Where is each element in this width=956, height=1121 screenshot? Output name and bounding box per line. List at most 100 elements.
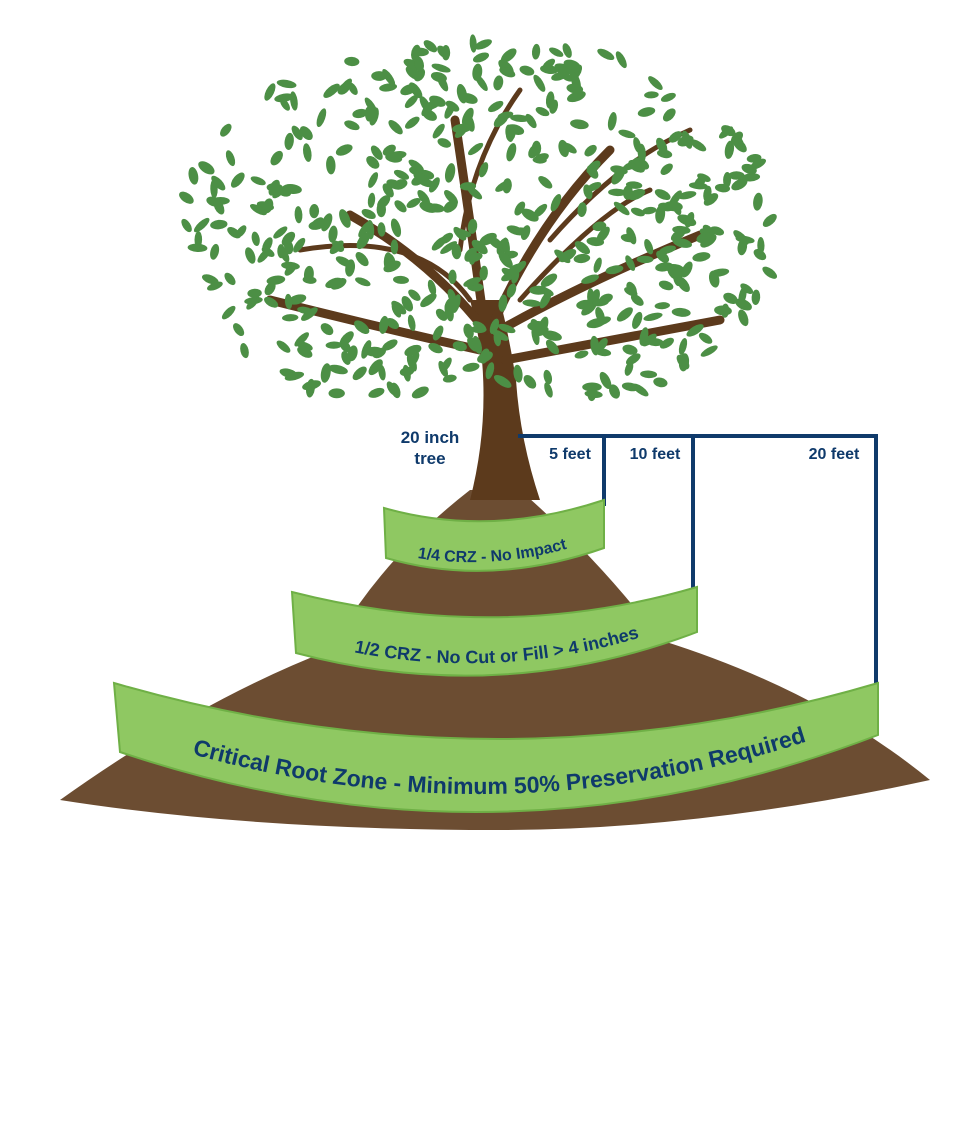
leaf [276,78,297,89]
leaf [249,174,267,187]
leaf [531,73,548,94]
leaf [284,132,295,150]
leaf [661,106,679,124]
leaf [220,304,238,322]
leaf [469,34,477,53]
leaf [222,271,237,287]
leaf [403,114,422,131]
leaf [281,261,301,271]
leaf [277,244,285,258]
leaf [218,122,234,139]
leaf [386,118,405,137]
leaf [561,42,574,59]
leaf [646,74,665,92]
leaf [391,239,399,254]
leaf [436,136,452,149]
leaf [344,56,360,66]
leaf [442,45,451,60]
leaf [389,217,403,238]
leaf [584,390,603,399]
leaf [472,50,491,64]
leaf [275,338,293,355]
leaf [644,91,659,99]
leaf [761,211,780,229]
leaf [367,386,386,400]
leaf [187,166,200,185]
leaf [658,279,675,292]
leaf [697,331,714,346]
leaf [224,149,237,167]
leaf [486,99,505,115]
leaf [606,111,618,131]
leaf [315,107,329,128]
leaf [531,44,541,60]
leaf [596,46,616,62]
leaf [392,198,409,215]
leaf [721,303,730,318]
leaf [677,337,688,356]
leaf [209,243,221,261]
leaf [326,156,336,175]
leaf [760,264,779,281]
leaf [247,288,262,298]
measurement-label-20-feet: 20 feet [809,446,860,463]
leaf [367,192,376,208]
leaf [309,204,319,219]
leaf [343,118,361,132]
leaf [652,376,668,388]
leaf [637,106,656,119]
leaf [327,225,338,243]
leaf [671,307,691,317]
leaf [268,149,286,168]
leaf [350,364,369,382]
leaf [334,142,354,158]
leaf [462,361,481,373]
leaf [692,251,711,263]
leaf [192,216,212,235]
leaf [752,192,764,211]
leaf [518,64,535,77]
leaf [354,275,372,288]
leaf [617,128,636,140]
leaf [210,219,228,230]
measurement-label-10-feet: 10 feet [630,446,681,463]
leaf [699,343,719,359]
leaf [430,122,447,141]
leaf [410,384,431,401]
leaf [228,170,247,190]
leaf [573,253,590,264]
tree-size-label-line2: tree [414,449,445,468]
leaf [393,275,410,284]
leaf [615,305,636,325]
leaf [660,91,677,104]
leaf [643,311,664,323]
leaf [294,206,303,224]
leaf [654,302,670,310]
leaf [548,46,565,59]
leaf [521,373,539,391]
leaf [569,118,589,130]
branch [300,246,470,300]
leaf [302,143,313,163]
leaf [443,162,457,183]
leaf [282,314,299,322]
leaf [196,159,217,178]
leaf [492,75,504,92]
leaf [658,161,675,177]
leaf [542,381,554,398]
leaf [536,174,554,191]
bracket-20-feet [693,436,876,685]
leaf [366,171,380,190]
leaf [377,202,386,217]
leaf [504,142,518,162]
leaf [250,231,260,247]
leaf [614,50,629,70]
leaf [592,257,604,274]
leaf [630,310,644,330]
leaf [640,370,657,378]
tree-canopy-leaves [177,34,779,401]
leaf [231,321,247,338]
leaf [582,143,599,159]
leaf [179,217,194,234]
